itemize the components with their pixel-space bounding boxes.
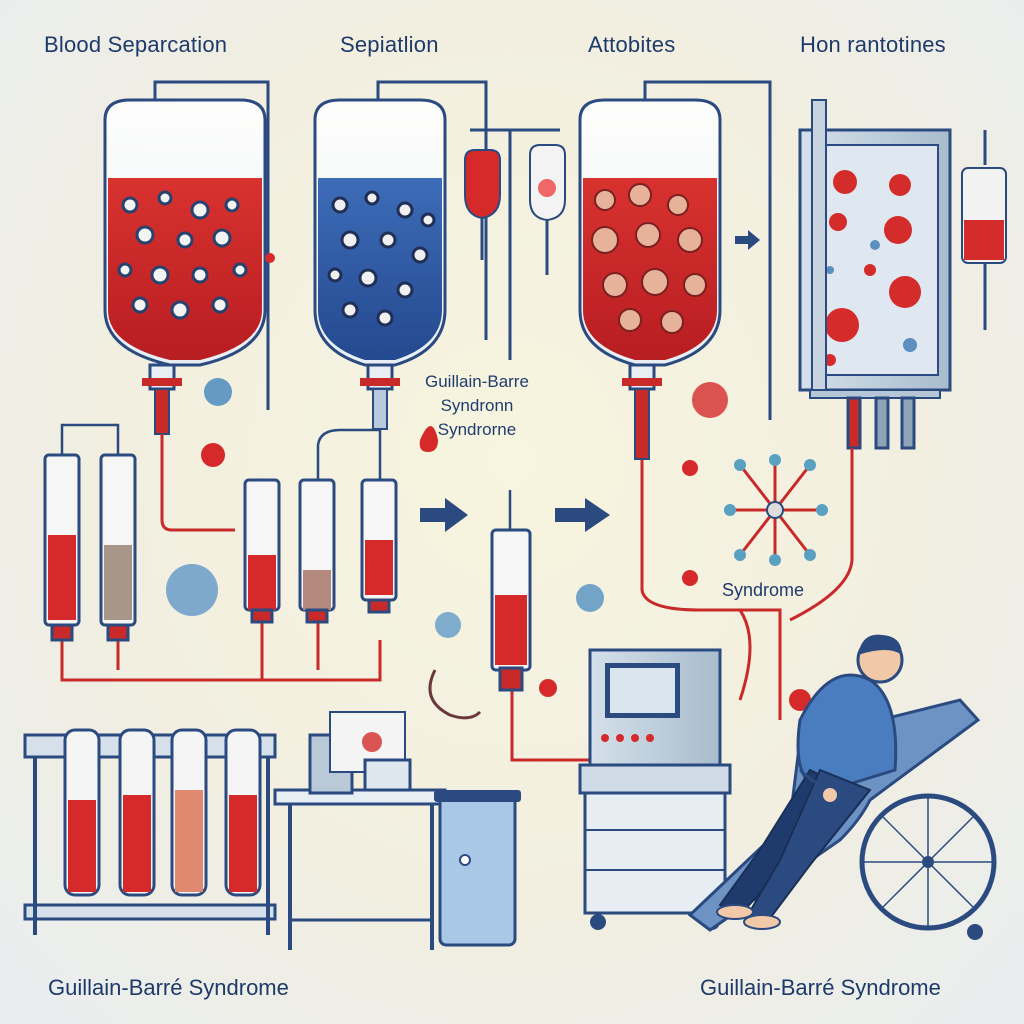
syndrome-label: Syndrome	[722, 580, 805, 600]
blue-tubing	[60, 423, 512, 530]
syringe-5	[360, 478, 398, 614]
syringes	[43, 453, 532, 692]
header-label-blood-separation: Blood Separcation	[44, 32, 228, 57]
center-label-line-3: Syndrorne	[437, 420, 517, 439]
lab-table	[273, 711, 447, 950]
center-label-line-1: Guillain-Barre	[425, 372, 529, 391]
center-label: Guillain-Barre Syndronn Syndrorne	[425, 370, 529, 442]
waste-bin	[434, 790, 521, 947]
drip-bag	[961, 130, 1007, 330]
flow-arrows	[420, 230, 760, 532]
syringe-1	[43, 453, 81, 642]
header-label-antibodies: Attobites	[588, 32, 676, 57]
analyzer-cabinet	[798, 99, 952, 450]
syringe-2	[99, 453, 137, 642]
blood-bag-1	[103, 98, 267, 435]
syringe-3	[243, 478, 281, 624]
patient-wheelchair	[687, 634, 997, 940]
antibody-cluster	[730, 460, 822, 560]
floating-cells	[166, 253, 828, 720]
apheresis-machine	[578, 648, 732, 930]
small-blood-bags	[464, 144, 566, 275]
blood-drop-icon	[419, 426, 438, 452]
header-label-hormones: Hon rantotines	[800, 32, 946, 57]
plasma-bag	[313, 98, 447, 430]
footer-label-right: Guillain-Barré Syndrome	[700, 975, 941, 1000]
header-label-separation: Sepiatlion	[340, 32, 439, 57]
tubing	[60, 434, 854, 762]
syringe-6	[490, 528, 532, 692]
footer-label-left: Guillain-Barré Syndrome	[48, 975, 289, 1000]
syringe-4	[298, 478, 336, 624]
test-tube-rack	[23, 728, 277, 935]
antibody-bag	[578, 98, 722, 460]
center-label-line-2: Syndronn	[440, 396, 514, 415]
